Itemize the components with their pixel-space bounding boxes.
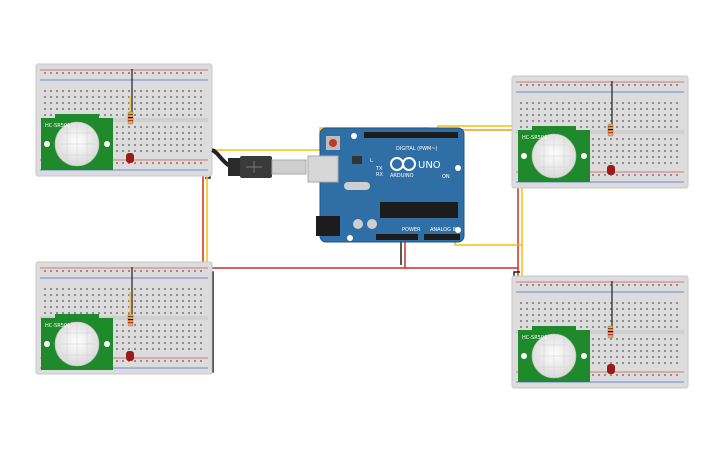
resistor[interactable] [607, 325, 614, 339]
led-l-label: L [370, 158, 373, 164]
usb-cable[interactable] [211, 148, 307, 178]
power-label: POWER [402, 227, 421, 233]
usb-port[interactable] [307, 155, 339, 183]
pir-sensor[interactable]: HC-SR501 [518, 326, 590, 382]
breadboard-bottom-right[interactable]: HC-SR501 [511, 275, 689, 389]
rx-label: RX [376, 172, 383, 178]
brand-label: ARDUINO [390, 173, 414, 179]
pir-sensor[interactable]: HC-SR501 [41, 314, 113, 370]
pir-model-label: HC-SR501 [45, 123, 70, 129]
breadboard-top-left[interactable]: HC-SR501 [35, 63, 213, 177]
resistor[interactable] [127, 111, 134, 125]
resistor[interactable] [607, 123, 614, 137]
breadboard-top-right[interactable]: HC-SR501 [511, 75, 689, 189]
breadboard-bottom-left[interactable]: HC-SR501 [35, 261, 213, 375]
arduino-uno[interactable]: DIGITAL (PWM~) ARDUINO UNO POWER ANALOG … [307, 127, 465, 243]
digital-header[interactable] [364, 132, 458, 138]
pir-model-label: HC-SR501 [522, 335, 547, 341]
power-jack[interactable] [316, 216, 340, 236]
led-red[interactable] [607, 165, 615, 175]
digital-label: DIGITAL (PWM~) [396, 146, 438, 152]
led-red[interactable] [126, 153, 134, 163]
power-header[interactable] [376, 234, 418, 240]
led-red[interactable] [607, 364, 615, 374]
resistor[interactable] [127, 313, 134, 327]
uno-label: UNO [418, 160, 441, 171]
pir-model-label: HC-SR501 [522, 135, 547, 141]
arduino-logo: ARDUINO [390, 157, 416, 179]
pir-sensor[interactable]: HC-SR501 [518, 126, 590, 182]
pir-sensor[interactable]: HC-SR501 [41, 114, 113, 170]
on-label: ON [442, 174, 450, 180]
pir-model-label: HC-SR501 [45, 323, 70, 329]
led-red[interactable] [126, 351, 134, 361]
analog-label: ANALOG IN [430, 227, 458, 233]
analog-header[interactable] [424, 234, 460, 240]
tx-label: TX [375, 166, 383, 172]
atmega-chip [380, 202, 458, 218]
